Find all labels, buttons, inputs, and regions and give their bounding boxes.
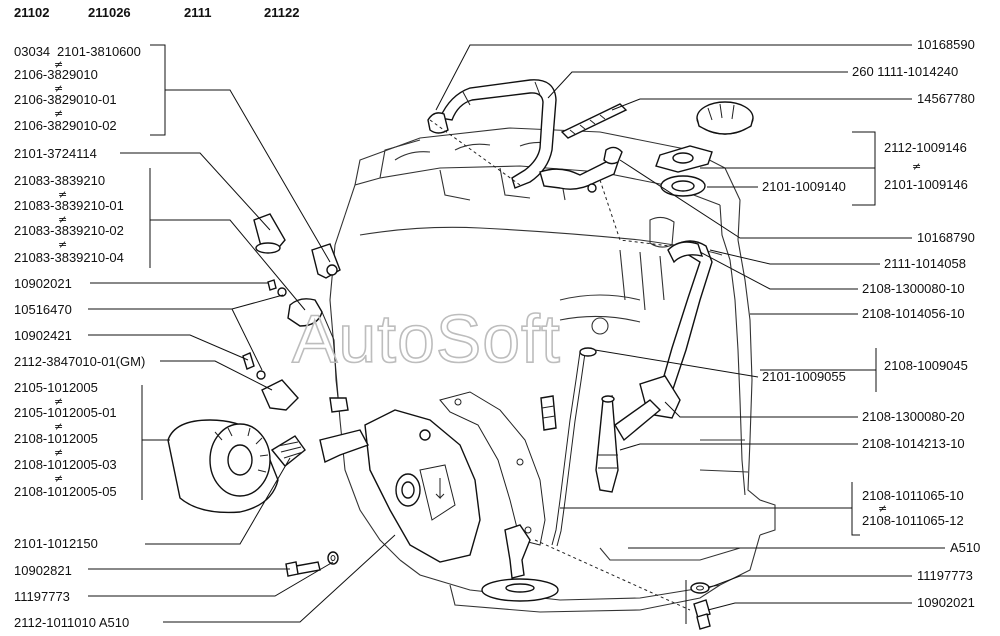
- small-bolt-10902421: [242, 352, 266, 380]
- label-10168590: 10168590: [917, 37, 975, 52]
- label-10902421: 10902421: [14, 328, 72, 343]
- label-2101-1012150: 2101-1012150: [14, 536, 98, 551]
- label-10902021: 10902021: [14, 276, 72, 291]
- alt-marker: ≠: [54, 472, 63, 485]
- model-21122: 21122: [264, 5, 299, 20]
- bolt-10902821: [285, 561, 321, 577]
- washer-11197773-left: [327, 551, 339, 565]
- label-2111-1014058: 2111-1014058: [884, 256, 966, 271]
- alt-marker: ≠: [58, 213, 67, 226]
- oil-filter: [167, 419, 279, 514]
- filler-seal-ring: [660, 175, 706, 197]
- left-labels: 03034 2101-3810600 ≠ 2106-3829010 ≠ 2106…: [14, 44, 145, 630]
- washer-11197773-right: [690, 582, 710, 594]
- hose-tee-fitting: [595, 394, 662, 493]
- small-bolt-10902021-left: [267, 279, 287, 297]
- alt-marker: ≠: [54, 420, 63, 433]
- alt-marker: ≠: [54, 58, 63, 71]
- label-2105-1012005-01: 2105-1012005-01: [14, 405, 117, 420]
- label-2108-1011065-12: 2108-1011065-12: [862, 513, 964, 528]
- right-labels: 10168590 260 1111-1014240 14567780 2112-…: [762, 37, 980, 610]
- dipstick-handle: [560, 103, 628, 139]
- left-leader-lines: [88, 44, 396, 623]
- alt-marker: ≠: [54, 395, 63, 408]
- label-2108-1009045: 2108-1009045: [884, 358, 968, 373]
- label-2101-3724114: 2101-3724114: [14, 146, 97, 161]
- label-21083-3839210: 21083-3839210: [14, 173, 105, 188]
- model-21102: 21102: [14, 5, 49, 20]
- label-2112-1011010-a510: 2112-1011010 A510: [14, 615, 129, 630]
- coolant-hose-right: [639, 240, 713, 419]
- alt-marker: ≠: [878, 502, 887, 515]
- label-2108-1012005-03: 2108-1012005-03: [14, 457, 117, 472]
- label-10902821: 10902821: [14, 563, 72, 578]
- label-2108-1014056-10: 2108-1014056-10: [862, 306, 965, 321]
- filler-gasket: [655, 145, 713, 173]
- label-2108-1012005: 2108-1012005: [14, 431, 98, 446]
- label-10168790: 10168790: [917, 230, 975, 245]
- alt-marker: ≠: [58, 238, 67, 251]
- breather-hose-lower: [539, 146, 623, 193]
- pressure-switch: [311, 243, 341, 279]
- label-2101-1009146: 2101-1009146: [884, 177, 968, 192]
- oil-strainer: [481, 524, 559, 602]
- bolt-10902021-right: [693, 599, 711, 630]
- label-21083-3839210-04: 21083-3839210-04: [14, 250, 124, 265]
- label-21083-3839210-02: 21083-3839210-02: [14, 223, 124, 238]
- breather-hose-upper: [427, 79, 557, 189]
- alt-marker: ≠: [54, 82, 63, 95]
- label-2108-1300080-20: 2108-1300080-20: [862, 409, 965, 424]
- oil-pump-housing: [319, 409, 481, 563]
- oil-filler-cap: [696, 101, 754, 135]
- label-2108-1012005-05: 2108-1012005-05: [14, 484, 117, 499]
- alt-marker: ≠: [54, 446, 63, 459]
- pump-gasket: [439, 391, 546, 546]
- label-2112-1009146: 2112-1009146: [884, 140, 967, 155]
- knock-sensor: [287, 298, 349, 413]
- label-2101-3810600: 2101-3810600: [57, 44, 141, 59]
- filter-union-fitting: [270, 435, 306, 467]
- label-21083-3839210-01: 21083-3839210-01: [14, 198, 124, 213]
- watermark-text: AutoSoft: [292, 301, 561, 377]
- right-leader-lines: [435, 44, 945, 624]
- label-2101-1009140: 2101-1009140: [762, 179, 846, 194]
- alt-marker: ≠: [912, 160, 921, 173]
- label-14567780: 14567780: [917, 91, 975, 106]
- label-2106-3829010-01: 2106-3829010-01: [14, 92, 117, 107]
- label-11197773-right: 11197773: [917, 568, 973, 583]
- label-2108-1014213-10: 2108-1014213-10: [862, 436, 965, 451]
- model-2111: 2111: [184, 5, 212, 20]
- dipstick-tube: [551, 347, 597, 547]
- label-03034: 03034: [14, 44, 50, 59]
- temp-sensor-gm: [261, 379, 299, 411]
- label-10516470: 10516470: [14, 302, 72, 317]
- alt-marker: ≠: [54, 107, 63, 120]
- label-2108-1011065-10: 2108-1011065-10: [862, 488, 964, 503]
- label-a510: A510: [950, 540, 980, 555]
- label-2108-1300080-10: 2108-1300080-10: [862, 281, 965, 296]
- label-2112-3847010-01-gm: 2112-3847010-01(GM): [14, 354, 145, 369]
- label-2105-1012005: 2105-1012005: [14, 380, 98, 395]
- label-260-1111-1014240: 260 1111-1014240: [852, 64, 958, 79]
- alt-marker: ≠: [58, 188, 67, 201]
- model-211026: 211026: [88, 5, 131, 20]
- oil-pressure-sensor: [253, 213, 286, 254]
- breather-plug: [540, 395, 557, 431]
- label-2106-3829010-02: 2106-3829010-02: [14, 118, 117, 133]
- label-2101-1009055: 2101-1009055: [762, 369, 846, 384]
- label-2106-3829010: 2106-3829010: [14, 67, 98, 82]
- label-10902021-right: 10902021: [917, 595, 975, 610]
- label-11197773-left: 11197773: [14, 589, 70, 604]
